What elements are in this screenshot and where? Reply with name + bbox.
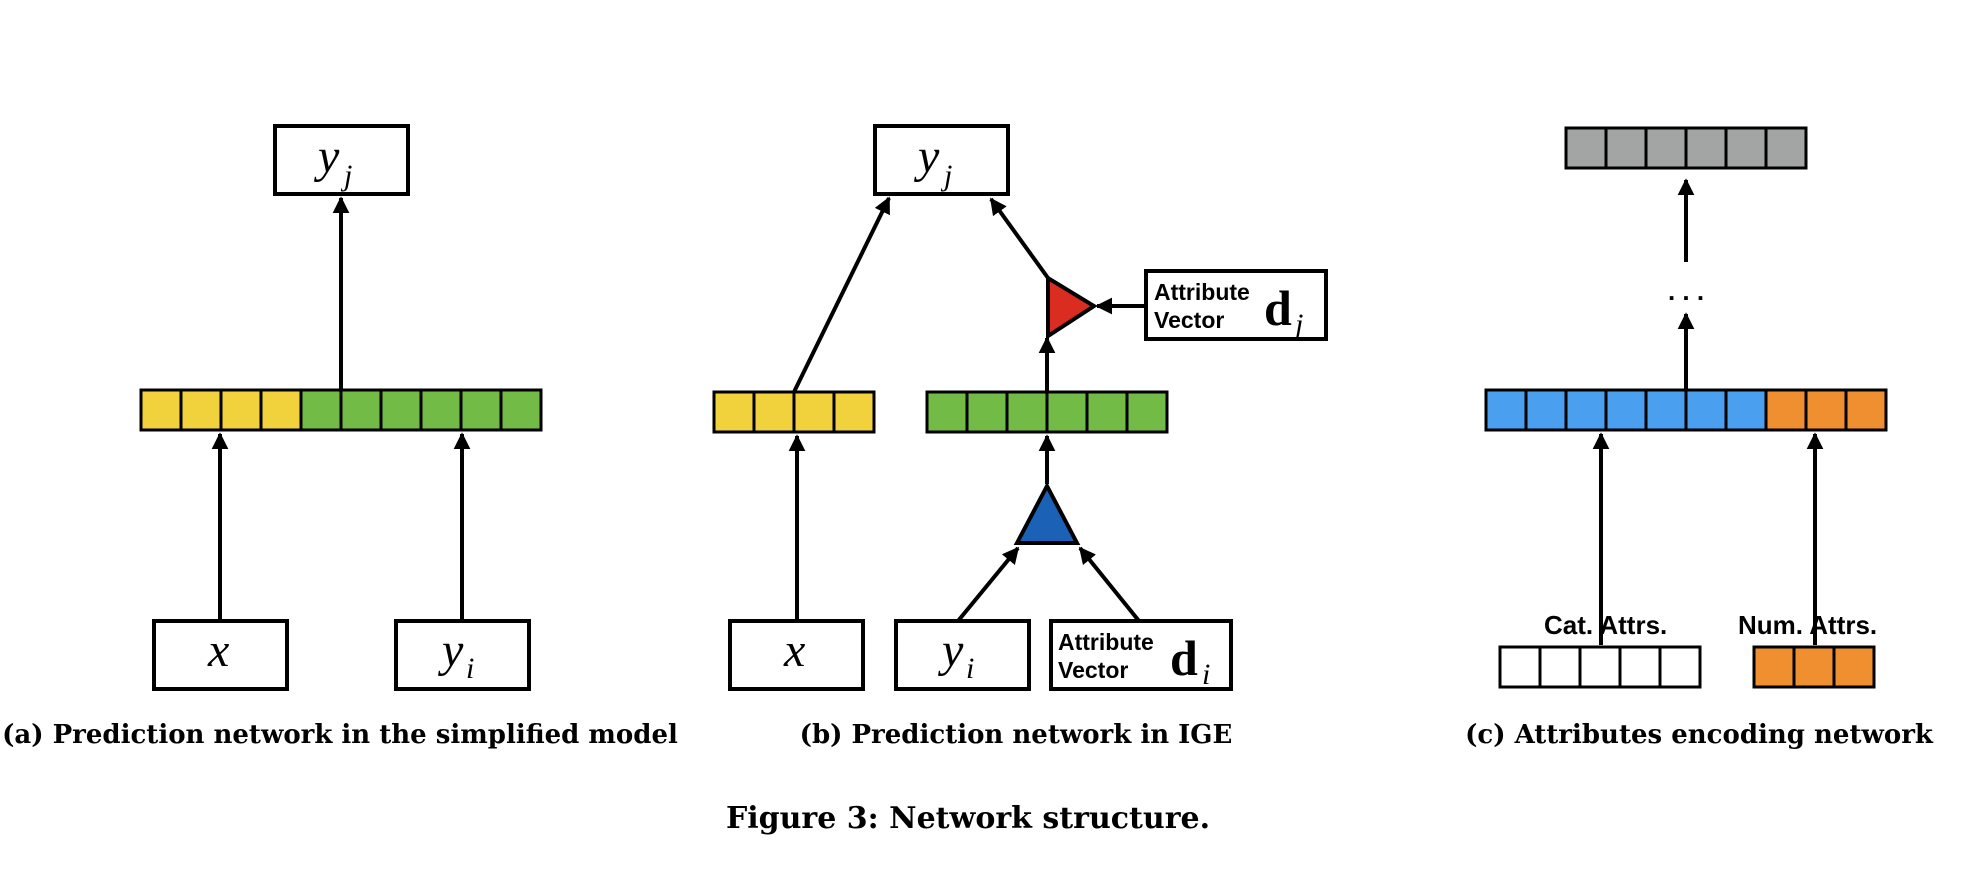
input-yi-label: y	[437, 624, 464, 677]
vector-cell-green	[499, 388, 543, 432]
input-box-x	[152, 619, 289, 691]
attr-dj-subscript: j	[1291, 308, 1303, 341]
attr-di-line1: Attribute	[1058, 629, 1154, 655]
attr-dj-line2: Vector	[1154, 307, 1224, 333]
vector-cell-green	[339, 388, 383, 432]
input-yi-subscript: i	[966, 652, 974, 685]
input-box-yi	[394, 619, 531, 691]
vector-cell-orange	[1844, 388, 1888, 432]
cat-attrs-label: Cat. Attrs.	[1544, 610, 1667, 640]
vector-cell-yellow	[792, 390, 836, 434]
arrow-attr-di-to-blue-triangle	[1078, 546, 1141, 623]
vector-cell-blue	[1724, 388, 1768, 432]
attr-di-line2: Vector	[1058, 657, 1128, 683]
caption-b: (b) Prediction network in IGE	[800, 720, 1233, 750]
vector-cell-blue	[1524, 388, 1568, 432]
output-subscript: j	[340, 159, 352, 192]
vector-cell-gray	[1604, 126, 1648, 170]
vector-cell-yellow	[139, 388, 183, 432]
caption-a: (a) Prediction network in the simplified…	[2, 720, 678, 750]
vector-cell-gray	[1644, 126, 1688, 170]
panel-b: y j Attribu	[712, 124, 1328, 750]
vector-cell-orange	[1792, 645, 1836, 689]
arrow-x-vector-to-output	[792, 196, 891, 393]
vector-cell-orange	[1764, 388, 1808, 432]
vector-cell-blue	[1684, 388, 1728, 432]
vector-cell-green	[925, 390, 969, 434]
vector-cell-white	[1658, 645, 1702, 689]
ellipsis: . . .	[1668, 276, 1704, 306]
num-attrs-label: Num. Attrs.	[1738, 610, 1877, 640]
concat-vector	[139, 388, 543, 432]
vector-cell-green	[1005, 390, 1049, 434]
vector-cell-gray	[1564, 126, 1608, 170]
vector-cell-yellow	[179, 388, 223, 432]
categorical-attributes-vector	[1498, 645, 1702, 689]
input-yi-subscript: i	[466, 652, 474, 685]
vector-cell-gray	[1764, 126, 1808, 170]
vector-cell-white	[1618, 645, 1662, 689]
vector-cell-yellow	[752, 390, 796, 434]
output-box-yj	[873, 124, 1010, 196]
vector-cell-green	[379, 388, 423, 432]
attribute-vector-di-box	[1049, 619, 1233, 691]
vector-cell-orange	[1804, 388, 1848, 432]
caption-c: (c) Attributes encoding network	[1465, 720, 1934, 750]
vector-cell-green	[299, 388, 343, 432]
attr-di-symbol: d	[1170, 630, 1198, 686]
vector-cell-white	[1538, 645, 1582, 689]
vector-cell-yellow	[712, 390, 756, 434]
panel-a: y j x y i (a) Prediction network in the …	[2, 124, 678, 750]
attr-di-subscript: i	[1202, 658, 1210, 691]
arrow-red-triangle-to-output	[989, 197, 1050, 280]
input-box-yi	[894, 619, 1031, 691]
y-embedding-vector	[925, 390, 1169, 434]
input-yi-label: y	[937, 624, 964, 677]
panel-c: . . . Cat. Attrs. Num. Attrs.	[1465, 126, 1934, 750]
output-label: y	[913, 130, 940, 183]
arrow-yi-to-blue-triangle	[956, 546, 1020, 623]
numerical-attributes-vector	[1752, 645, 1876, 689]
vector-cell-white	[1498, 645, 1542, 689]
output-label: y	[313, 130, 340, 183]
vector-cell-orange	[1832, 645, 1876, 689]
attribute-vector-dj-box	[1144, 269, 1328, 341]
output-subscript: j	[940, 159, 952, 192]
blue-triangle-combiner	[1013, 481, 1081, 545]
encoded-attribute-vector	[1564, 126, 1808, 170]
vector-cell-blue	[1564, 388, 1608, 432]
input-box-x	[728, 619, 865, 691]
vector-cell-orange	[1752, 645, 1796, 689]
vector-cell-green	[419, 388, 463, 432]
output-box-yj	[273, 124, 410, 196]
attr-dj-line1: Attribute	[1154, 279, 1250, 305]
vector-cell-gray	[1684, 126, 1728, 170]
vector-cell-green	[1085, 390, 1129, 434]
vector-cell-gray	[1724, 126, 1768, 170]
red-triangle-combiner	[1046, 274, 1098, 340]
figure-caption: Figure 3: Network structure.	[726, 801, 1210, 836]
input-x-label: x	[783, 624, 805, 677]
vector-cell-yellow	[832, 390, 876, 434]
x-embedding-vector	[712, 390, 876, 434]
concat-attribute-vector	[1484, 388, 1888, 432]
vector-cell-blue	[1644, 388, 1688, 432]
input-x-label: x	[207, 624, 229, 677]
vector-cell-white	[1578, 645, 1622, 689]
vector-cell-green	[1045, 390, 1089, 434]
vector-cell-yellow	[259, 388, 303, 432]
vector-cell-blue	[1484, 388, 1528, 432]
vector-cell-green	[1125, 390, 1169, 434]
vector-cell-yellow	[219, 388, 263, 432]
vector-cell-green	[459, 388, 503, 432]
vector-cell-blue	[1604, 388, 1648, 432]
attr-dj-symbol: d	[1264, 280, 1292, 336]
vector-cell-green	[965, 390, 1009, 434]
